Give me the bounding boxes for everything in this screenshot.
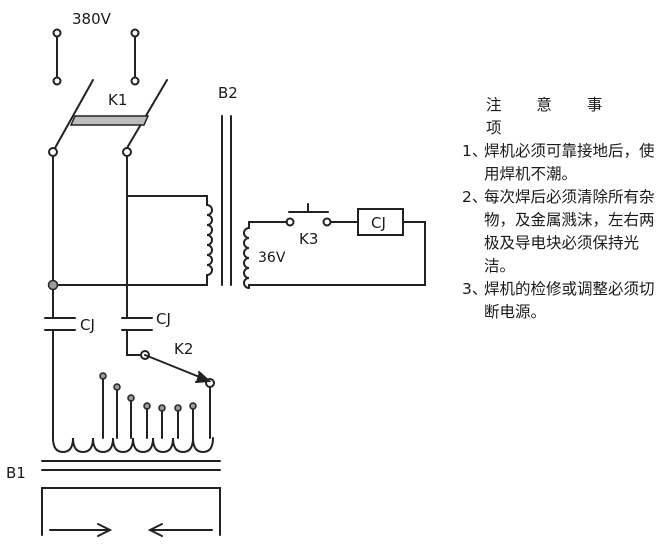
k2-arm [144, 354, 208, 381]
b2-secondary-winding [243, 227, 250, 289]
label-cj-coil: CJ [371, 214, 386, 232]
input-terminal-right-bottom [130, 76, 140, 86]
label-cj-left: CJ [80, 316, 95, 334]
tap-terminal [113, 383, 121, 391]
k2-pivot [140, 350, 150, 360]
note-item-1: 1、 焊机必须可靠接地后，使用焊机不潮。 [462, 140, 662, 186]
label-cj-right: CJ [156, 310, 171, 328]
tap-terminal [127, 394, 135, 402]
note-item-3: 3、 焊机的检修或调整必须切断电源。 [462, 278, 662, 324]
input-terminal-left-bottom [52, 76, 62, 86]
notes-title: 注 意 事 项 [486, 96, 618, 137]
tap-terminal [158, 404, 166, 412]
label-36v: 36V [258, 250, 286, 266]
input-terminal-right-top [130, 28, 140, 38]
k1-interlock-bar [69, 115, 150, 126]
note-number: 1、 [462, 142, 488, 160]
k3-contact-right [322, 217, 332, 227]
k1-blade-left [54, 79, 94, 149]
k1-contact-right [122, 147, 132, 157]
k2-contact [205, 378, 215, 388]
b1-primary-winding [52, 437, 214, 454]
label-k1: K1 [108, 91, 127, 109]
tap-terminal [174, 404, 182, 412]
input-terminal-left-top [52, 28, 62, 38]
note-item-2: 2、 每次焊后必须清除所有杂物，及金属溅沫，左右两极及导电块必须保持光洁。 [462, 186, 662, 278]
k1-contact-left [48, 147, 58, 157]
tap-terminal [143, 402, 151, 410]
label-k3: K3 [299, 230, 318, 248]
note-number: 3、 [462, 280, 488, 298]
b2-primary-winding [206, 204, 213, 276]
label-b2: B2 [218, 84, 238, 102]
note-text: 焊机必须可靠接地后，使用焊机不潮。 [484, 142, 655, 183]
k1-blade-right [126, 79, 168, 149]
note-number: 2、 [462, 188, 488, 206]
note-text: 焊机的检修或调整必须切断电源。 [484, 280, 655, 321]
label-k2: K2 [174, 340, 193, 358]
b1-secondary [41, 487, 221, 536]
k3-contact-left [285, 217, 295, 227]
label-380v: 380V [72, 10, 112, 28]
tap-terminal [189, 402, 197, 410]
note-text: 每次焊后必须清除所有杂物，及金属溅沫，左右两极及导电块必须保持光洁。 [484, 188, 655, 275]
notes-panel: 注 意 事 项 1、 焊机必须可靠接地后，使用焊机不潮。 2、 每次焊后必须清除… [462, 94, 662, 324]
tap-terminal [99, 372, 107, 380]
label-b1: B1 [6, 464, 26, 482]
junction-node [47, 279, 59, 291]
